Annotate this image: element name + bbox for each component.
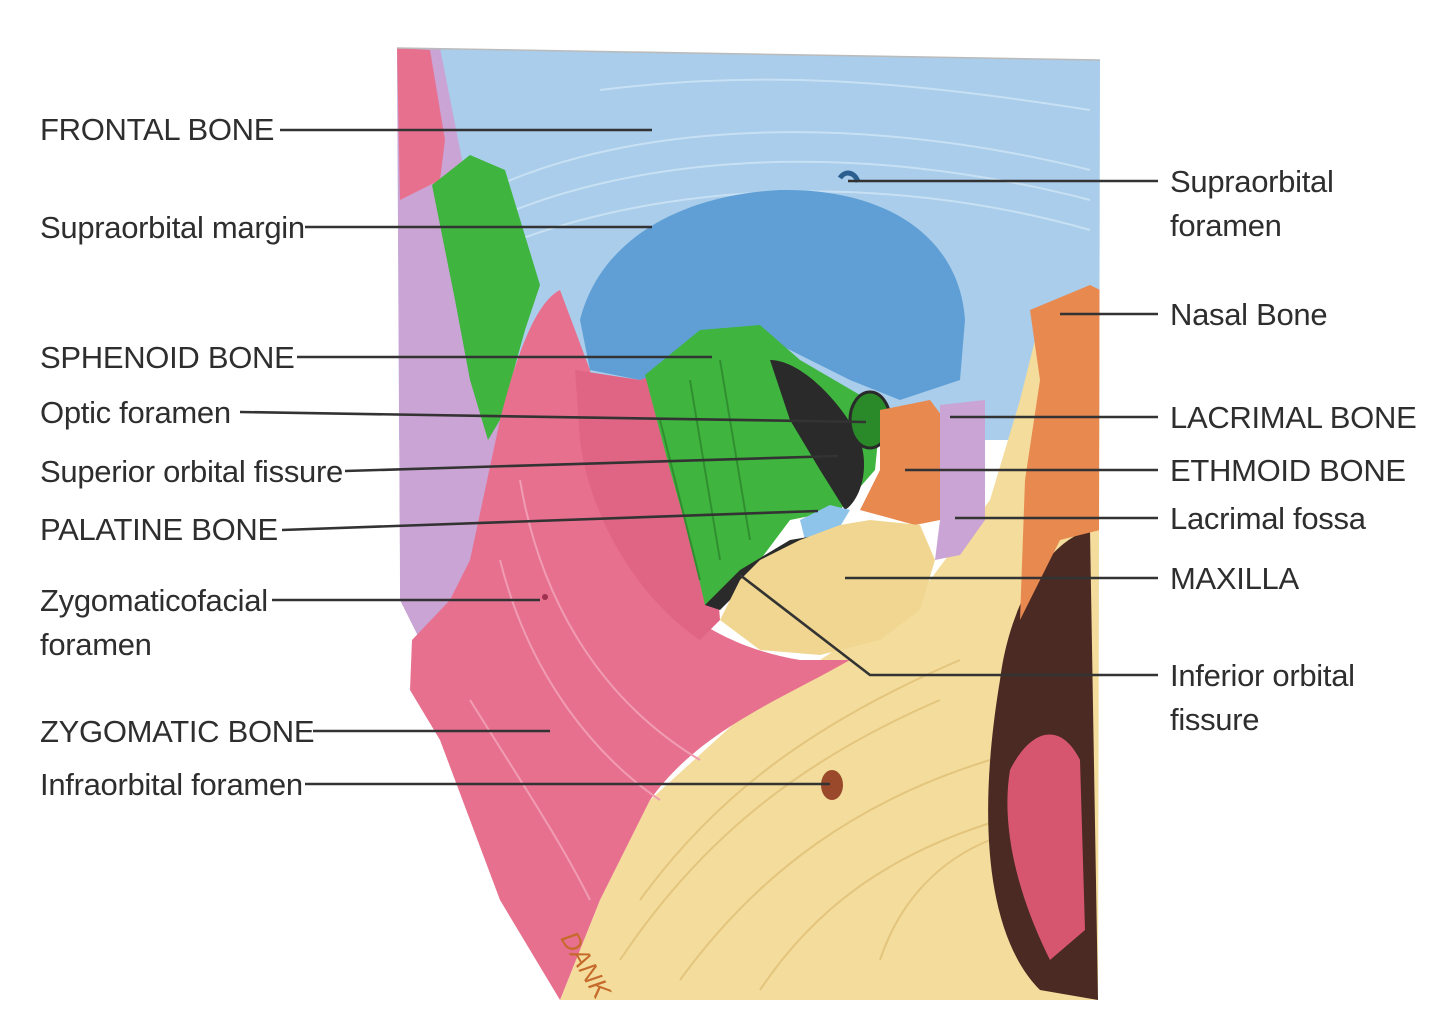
- illustration-frame: [396, 47, 1101, 61]
- label-inferior-orbital-fissure-line1: Inferior orbital: [1170, 658, 1355, 693]
- label-inferior-orbital-fissure: Inferior orbital fissure: [1170, 654, 1355, 742]
- sphenoid-texture: [659, 359, 751, 581]
- superior-orbital-fissure-shape: [770, 360, 865, 510]
- orbit-roof: [580, 189, 965, 400]
- label-supraorbital-foramen-line2: foramen: [1170, 208, 1282, 243]
- label-optic-foramen: Optic foramen: [40, 395, 231, 430]
- nasal-bone-region: [1020, 285, 1100, 620]
- zygomatic-bone-region: [410, 290, 850, 1000]
- ethmoid-bone-region: [860, 400, 945, 525]
- label-lacrimal-fossa: Lacrimal fossa: [1170, 501, 1366, 536]
- label-frontal-bone: FRONTAL BONE: [40, 112, 275, 147]
- leader-lines: [239, 128, 1158, 786]
- label-supraorbital-foramen: Supraorbital foramen: [1170, 160, 1334, 248]
- label-superior-orbital-fissure: Superior orbital fissure: [40, 454, 343, 489]
- label-nasal-bone: Nasal Bone: [1170, 297, 1328, 332]
- label-palatine-bone: PALATINE BONE: [40, 512, 278, 547]
- infraorbital-foramen-shape: [821, 770, 843, 800]
- palatine-bone-region: [800, 505, 850, 540]
- label-supraorbital-foramen-line1: Supraorbital: [1170, 164, 1334, 199]
- nasal-cavity-pink: [1007, 734, 1085, 960]
- zygomaticofacial-foramen-dot: [542, 594, 548, 600]
- maxilla-texture: [619, 659, 1001, 991]
- label-lacrimal-bone: LACRIMAL BONE: [1170, 400, 1417, 435]
- zygomatic-texture: [469, 479, 701, 901]
- orbit-floor-maxilla: [720, 520, 935, 655]
- zygomatic-top-strip: [397, 48, 445, 200]
- label-zygomatic-bone: ZYGOMATIC BONE: [40, 714, 315, 749]
- label-supraorbital-margin: Supraorbital margin: [40, 210, 305, 245]
- maxilla-region: [560, 300, 1100, 1000]
- label-infraorbital-foramen: Infraorbital foramen: [40, 767, 303, 802]
- lacrimal-bone-region: [935, 400, 985, 560]
- label-inferior-orbital-fissure-line2: fissure: [1170, 702, 1260, 737]
- inferior-orbital-fissure-shape: [705, 535, 820, 610]
- label-ethmoid-bone: ETHMOID BONE: [1170, 453, 1406, 488]
- label-zygomaticofacial-line2: foramen: [40, 627, 152, 662]
- label-zygomaticofacial-line1: Zygomaticofacial: [40, 583, 268, 618]
- label-maxilla: MAXILLA: [1170, 561, 1299, 596]
- label-zygomaticofacial-foramen: Zygomaticofacial foramen: [40, 579, 268, 667]
- lateral-strip: [397, 48, 500, 640]
- label-sphenoid-bone: SPHENOID BONE: [40, 340, 295, 375]
